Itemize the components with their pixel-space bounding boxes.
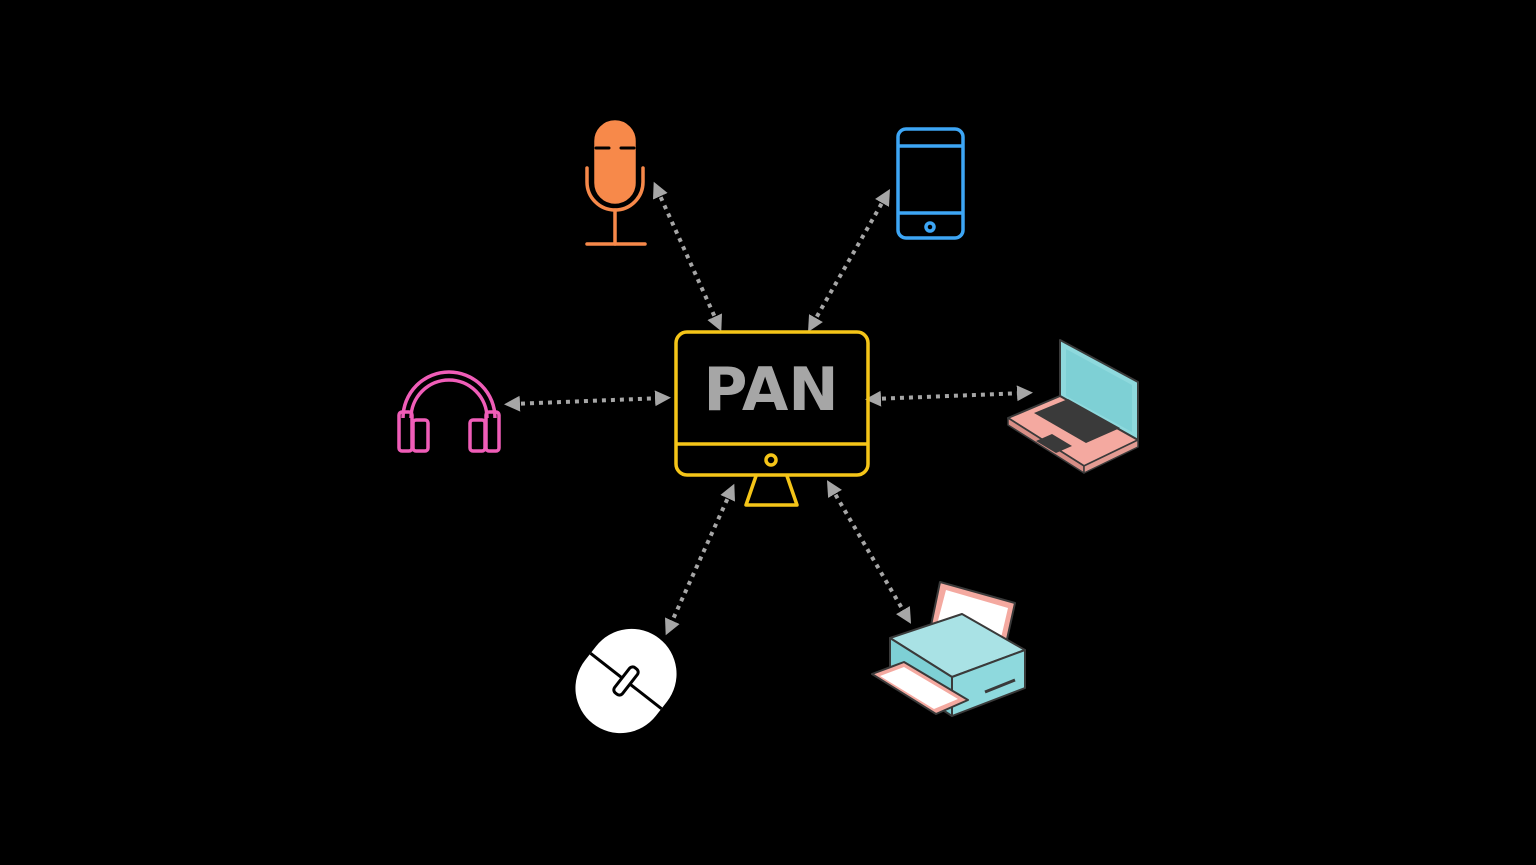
connector-laptop <box>865 385 1033 407</box>
smartphone-icon <box>896 127 965 240</box>
connector-smartphone <box>808 189 890 332</box>
laptop-icon <box>1007 339 1139 474</box>
printer-icon <box>871 581 1026 717</box>
pan-hub: PAN <box>674 330 870 507</box>
connectors <box>504 181 1033 636</box>
hub-label: PAN <box>703 355 838 425</box>
headphones-icon <box>397 370 501 453</box>
connector-headphones <box>504 390 671 412</box>
connector-microphone <box>653 181 722 332</box>
mouse-icon <box>575 628 677 734</box>
connector-mouse <box>665 483 735 636</box>
microphone-icon <box>585 120 647 246</box>
desktop-monitor-icon <box>674 330 870 507</box>
connector-printer <box>826 480 912 624</box>
